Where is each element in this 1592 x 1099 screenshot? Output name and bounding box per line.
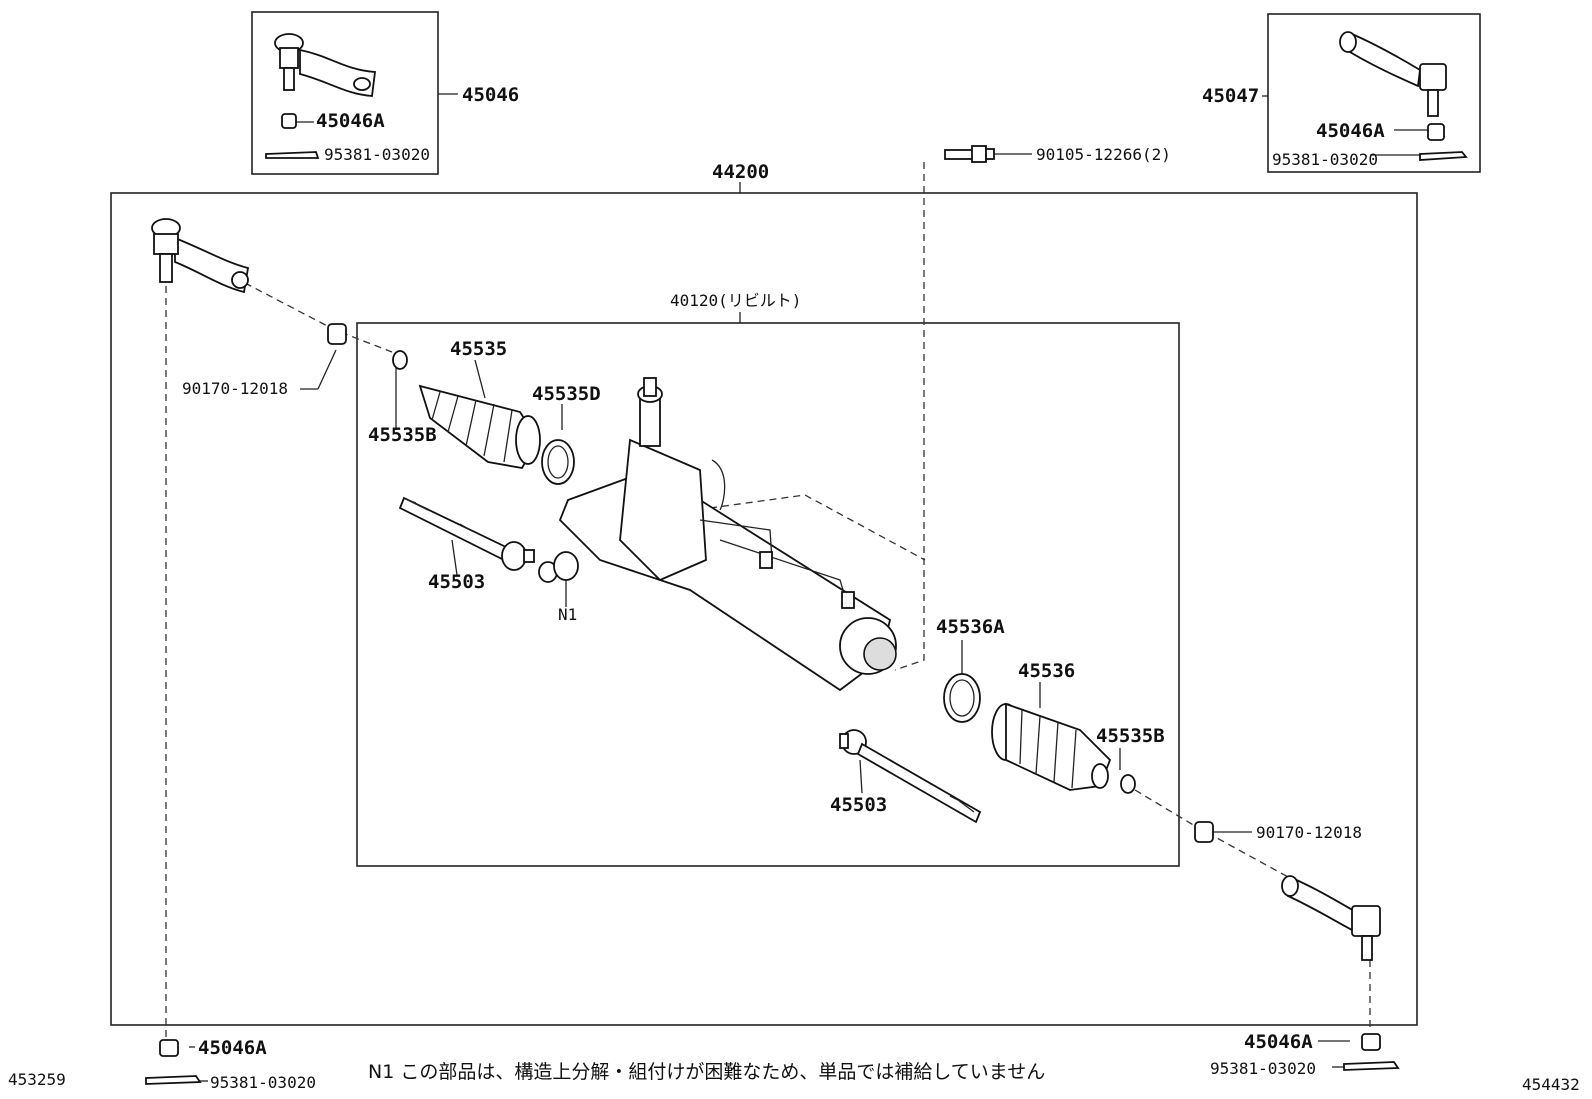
- boot-clamp-icon: [392, 350, 1136, 794]
- label-95381-top-right: 95381-03020: [1272, 150, 1378, 169]
- bellows-boot-icon: [991, 702, 1112, 791]
- label-N1: N1: [558, 605, 577, 624]
- label-45535D: 45535D: [532, 383, 601, 405]
- label-45046A-bottom-right: 45046A: [1244, 1031, 1313, 1053]
- box-45046: [251, 11, 439, 175]
- castle-nut-icon: [159, 1039, 179, 1057]
- label-40120: 40120(リビルト): [670, 291, 801, 310]
- label-95381-bottom-left: 95381-03020: [210, 1073, 316, 1092]
- bolt-icon: [944, 145, 995, 163]
- label-90170-right: 90170-12018: [1256, 823, 1362, 842]
- label-45046A-bottom-left: 45046A: [198, 1037, 267, 1059]
- castle-nut-icon: [1361, 1033, 1381, 1051]
- castle-nut-icon: [1427, 123, 1445, 141]
- box-40120: [356, 322, 1180, 867]
- label-90105: 90105-12266(2): [1036, 145, 1171, 164]
- castle-nut-icon: [281, 113, 297, 129]
- steering-rack-housing-icon: [558, 377, 897, 692]
- cotter-pin-icon: [145, 1075, 202, 1085]
- label-45535B-left: 45535B: [368, 424, 437, 446]
- inner-tie-rod-icon: [839, 729, 982, 824]
- footer-left-code: 453259: [8, 1070, 66, 1089]
- label-45047: 45047: [1202, 85, 1259, 107]
- lock-nut-icon: [327, 323, 1214, 843]
- cotter-pin-icon: [265, 151, 320, 159]
- tie-rod-end-icon: [274, 33, 377, 97]
- box-45047: [1267, 13, 1481, 173]
- inner-tie-rod-icon: [398, 496, 535, 571]
- label-95381-bottom-right: 95381-03020: [1210, 1059, 1316, 1078]
- cotter-pin-icon: [1343, 1061, 1400, 1071]
- bellows-boot-icon: [418, 384, 541, 469]
- label-45535: 45535: [450, 338, 507, 360]
- tie-rod-end-icon: [1339, 31, 1447, 117]
- label-45503-right: 45503: [830, 794, 887, 816]
- label-90170-left: 90170-12018: [182, 379, 288, 398]
- footer-note-n1: N1 この部品は、構造上分解・組付けが困難なため、単品では補給していません: [368, 1061, 1045, 1083]
- label-45046A-top-right: 45046A: [1316, 120, 1385, 142]
- tie-rod-end-icon: [1281, 875, 1381, 961]
- boot-ring-icon: [943, 673, 981, 723]
- bushing-icon: [538, 551, 579, 583]
- label-95381-top-left: 95381-03020: [324, 145, 430, 164]
- tie-rod-end-icon: [151, 218, 250, 294]
- label-45536: 45536: [1018, 660, 1075, 682]
- label-45046: 45046: [462, 84, 519, 106]
- label-45535B-right: 45535B: [1096, 725, 1165, 747]
- label-45503-left: 45503: [428, 571, 485, 593]
- label-44200: 44200: [712, 161, 769, 183]
- boot-ring-icon: [541, 439, 575, 485]
- cotter-pin-icon: [1419, 151, 1468, 161]
- footer-right-code: 454432: [1522, 1075, 1580, 1094]
- label-45536A: 45536A: [936, 616, 1005, 638]
- label-45046A-top-left: 45046A: [316, 110, 385, 132]
- box-44200: [110, 192, 1418, 1026]
